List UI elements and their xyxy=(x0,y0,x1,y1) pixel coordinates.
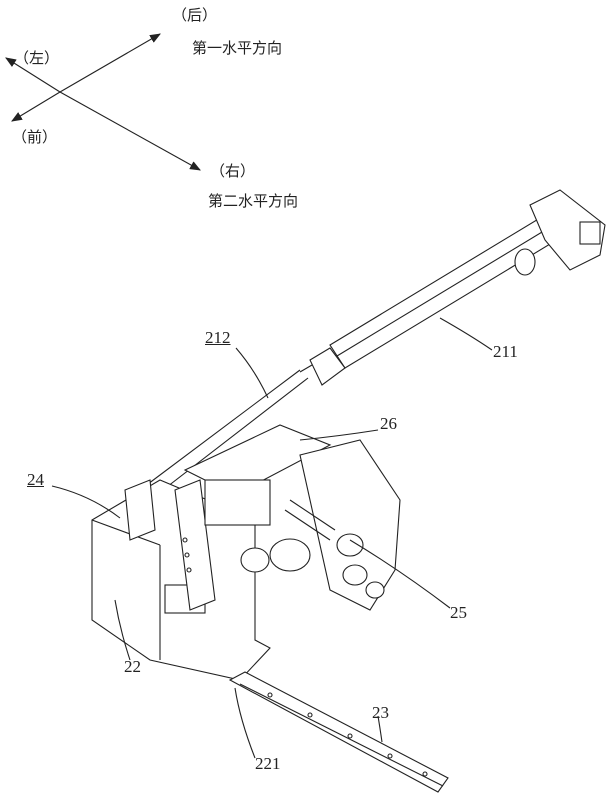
direction-right-label: （右） xyxy=(210,162,256,180)
direction-front-label: （前） xyxy=(12,128,58,146)
direction-left-label: （左） xyxy=(14,49,60,67)
label-211: 211 xyxy=(493,342,518,361)
label-23: 23 xyxy=(372,703,389,722)
linear-actuator xyxy=(299,189,606,386)
first-horizontal-direction-label: 第一水平方向 xyxy=(192,39,283,57)
second-horizontal-direction-label: 第二水平方向 xyxy=(208,192,299,210)
link-arm xyxy=(139,369,309,501)
label-22: 22 xyxy=(124,657,141,676)
left-right-axis-arrow xyxy=(5,57,61,93)
motor-assembly xyxy=(183,424,401,611)
label-24: 24 xyxy=(27,470,44,489)
label-221: 221 xyxy=(255,754,281,773)
direction-back-label: （后） xyxy=(172,6,218,24)
front-back-axis-arrow xyxy=(59,33,161,93)
label-212: 212 xyxy=(205,328,231,347)
label-25: 25 xyxy=(450,603,467,622)
guide-rail xyxy=(228,671,449,793)
label-26: 26 xyxy=(380,414,397,433)
base-body xyxy=(91,479,271,681)
